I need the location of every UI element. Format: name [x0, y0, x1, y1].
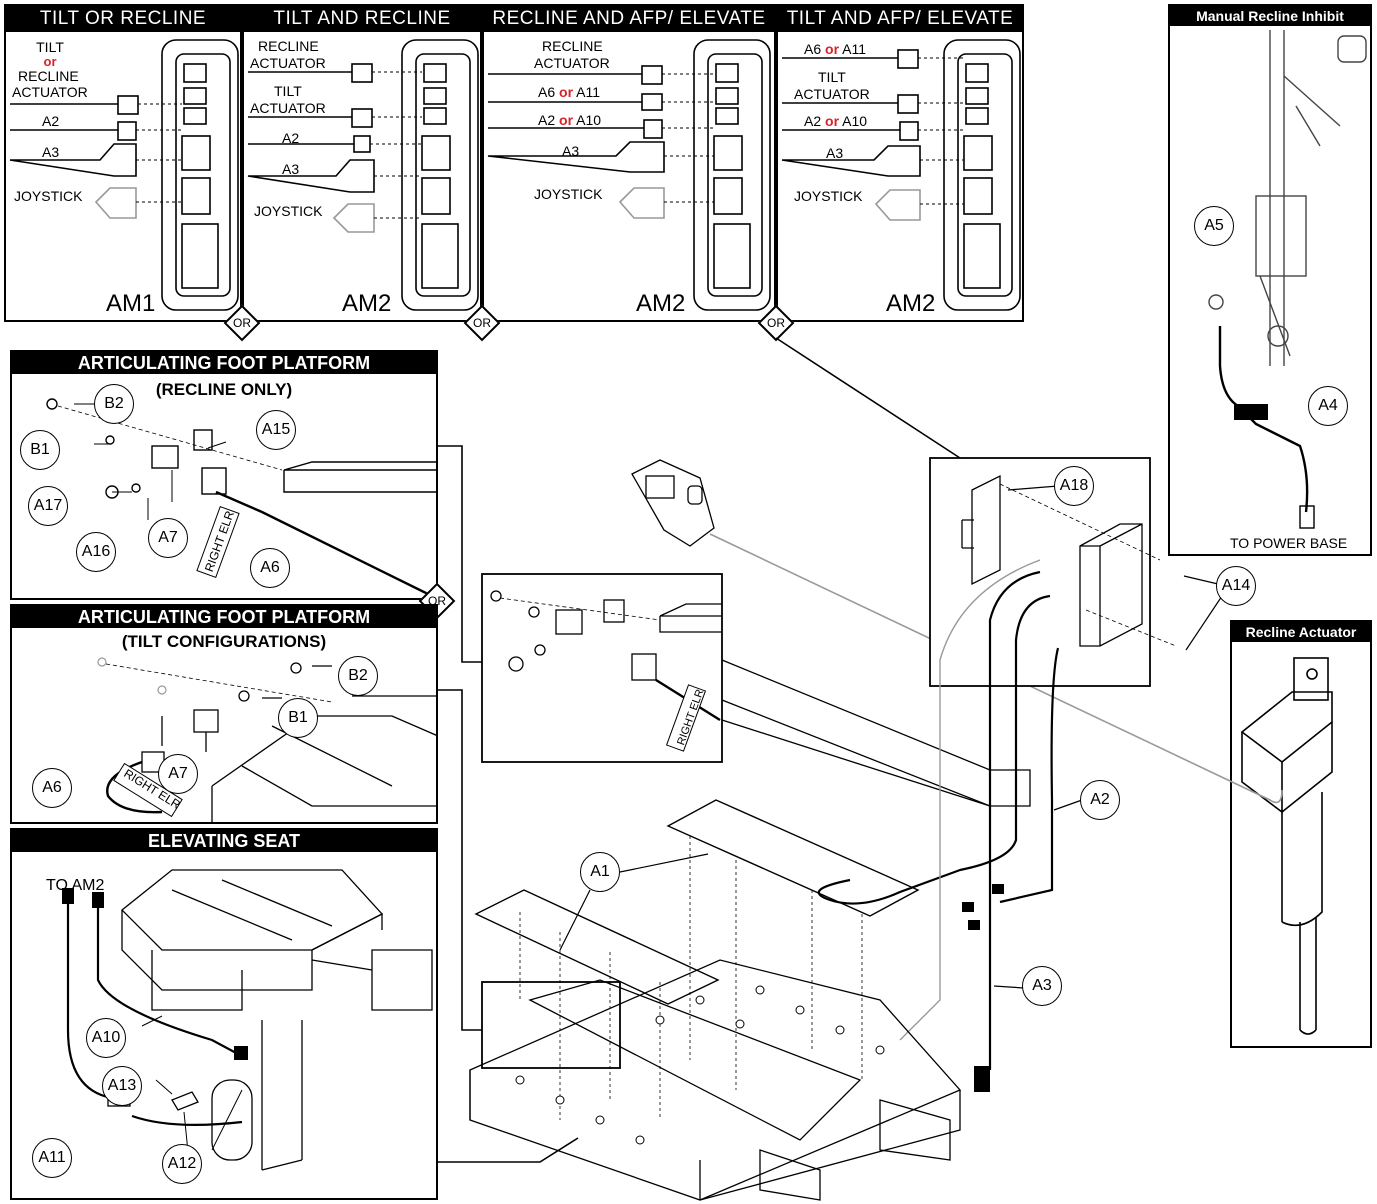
callout-b1: B1 — [20, 430, 60, 470]
panel-title: RECLINE AND AFP/ ELEVATE — [484, 6, 774, 32]
callout-a2: A2 — [1080, 780, 1120, 820]
recline-label: RECLINE — [542, 38, 603, 54]
actuator-label: ACTUATOR — [12, 84, 88, 100]
panel-recline-actuator: Recline Actuator — [1230, 620, 1372, 1048]
actuator-illustration — [1240, 657, 1333, 1035]
callout-b1: B1 — [278, 698, 318, 738]
wiring-diagram — [487, 39, 771, 311]
panel-title: TILT OR RECLINE — [6, 6, 240, 32]
or-diamond: OR — [757, 304, 795, 342]
panel-manual-recline-inhibit: Manual Recline Inhibit A5 A4 TO POWER BA… — [1168, 4, 1372, 556]
panel-afp-tilt-configurations: ARTICULATING FOOT PLATFORM (TILT CONFIGU… — [10, 604, 438, 824]
wiring-diagram — [9, 39, 239, 311]
callout-a5: A5 — [1194, 206, 1234, 246]
line1-label: A6 or A11 — [804, 41, 867, 57]
a2-label: A2 — [282, 130, 300, 146]
panel-title: TILT AND AFP/ ELEVATE — [778, 6, 1022, 32]
tilt-label: TILT — [36, 39, 64, 55]
panel-title: Manual Recline Inhibit — [1170, 6, 1370, 26]
section-title: ARTICULATING FOOT PLATFORM — [12, 352, 436, 374]
a2-label: A2 — [42, 113, 60, 129]
line1-label: A6 or A11 — [538, 84, 601, 100]
section-title: ARTICULATING FOOT PLATFORM — [12, 606, 436, 628]
callout-b2: B2 — [338, 656, 378, 696]
tilt-actuator-label: ACTUATOR — [794, 86, 870, 102]
joystick-label: JOYSTICK — [794, 188, 863, 204]
callout-a1: A1 — [580, 852, 620, 892]
module-label: AM2 — [886, 290, 936, 317]
callout-a15: A15 — [256, 410, 296, 450]
panel-tilt-and-recline: TILT AND RECLINE RECLINE ACTUATOR TILT A… — [242, 4, 482, 322]
callout-a7: A7 — [148, 518, 188, 558]
recline-label: RECLINE — [258, 38, 319, 54]
section-title: ELEVATING SEAT — [12, 830, 436, 852]
a3-label: A3 — [562, 143, 580, 159]
callout-a10: A10 — [86, 1018, 126, 1058]
section-subtitle: (RECLINE ONLY) — [155, 380, 293, 399]
tilt-actuator-label: ACTUATOR — [250, 100, 326, 116]
to-am2-label: TO AM2 — [46, 877, 105, 894]
callout-a3: A3 — [1022, 966, 1062, 1006]
inhibit-illustration — [1208, 30, 1367, 529]
afp-recline-illustration — [46, 398, 436, 598]
joystick-label: JOYSTICK — [534, 186, 603, 202]
callout-a4: A4 — [1308, 386, 1348, 426]
line2-label: A2 or A10 — [538, 112, 602, 128]
callout-b2: B2 — [94, 384, 134, 424]
afp-tilt-illustration — [97, 657, 436, 822]
recline-actuator-label: ACTUATOR — [534, 55, 610, 71]
tilt-label: TILT — [274, 83, 302, 99]
callout-a11: A11 — [32, 1138, 72, 1178]
callout-a6: A6 — [250, 548, 290, 588]
callout-a17: A17 — [28, 486, 68, 526]
panel-elevating-seat: ELEVATING SEAT TO AM2 A10 A13 A11 A12 — [10, 828, 438, 1200]
callout-a12: A12 — [162, 1144, 202, 1184]
callout-a13: A13 — [102, 1066, 142, 1106]
callout-a7: A7 — [158, 754, 198, 794]
callout-a18: A18 — [1054, 466, 1094, 506]
module-label: AM2 — [342, 290, 392, 317]
section-subtitle: (TILT CONFIGURATIONS) — [121, 632, 327, 651]
or-diamond: OR — [223, 304, 261, 342]
callout-a16: A16 — [76, 532, 116, 572]
or-diamond: OR — [463, 304, 501, 342]
panel-tilt-or-recline: TILT OR RECLINE TILT or RECLINE ACTUATOR… — [4, 4, 242, 322]
or-word: or — [43, 54, 57, 69]
recline-label: RECLINE — [18, 68, 79, 84]
recline-actuator-label: ACTUATOR — [250, 55, 326, 71]
callout-a6: A6 — [32, 768, 72, 808]
tilt-label: TILT — [818, 69, 846, 85]
a3-label: A3 — [282, 161, 300, 177]
module-label: AM2 — [636, 290, 686, 317]
elevating-seat-illustration — [62, 869, 433, 1171]
module-label: AM1 — [106, 290, 156, 317]
callout-a14: A14 — [1216, 566, 1256, 606]
joystick-label: JOYSTICK — [14, 188, 83, 204]
to-power-base-label: TO POWER BASE — [1230, 535, 1348, 551]
panel-recline-and-afp-elevate: RECLINE AND AFP/ ELEVATE RECLINE ACTUATO… — [482, 4, 776, 322]
tag-right-elr: RIGHT ELR — [675, 687, 707, 747]
panel-tilt-and-afp-elevate: TILT AND AFP/ ELEVATE A6 or A11 TILT ACT… — [776, 4, 1024, 322]
panel-title: TILT AND RECLINE — [244, 6, 480, 32]
line2-label: A2 or A10 — [804, 113, 868, 129]
wiring-diagram — [781, 39, 1021, 311]
a3-label: A3 — [42, 144, 60, 160]
panel-afp-recline-only: ARTICULATING FOOT PLATFORM (RECLINE ONLY… — [10, 350, 438, 600]
a3-label: A3 — [826, 145, 844, 161]
joystick-label: JOYSTICK — [254, 203, 323, 219]
wiring-diagram — [247, 39, 479, 311]
